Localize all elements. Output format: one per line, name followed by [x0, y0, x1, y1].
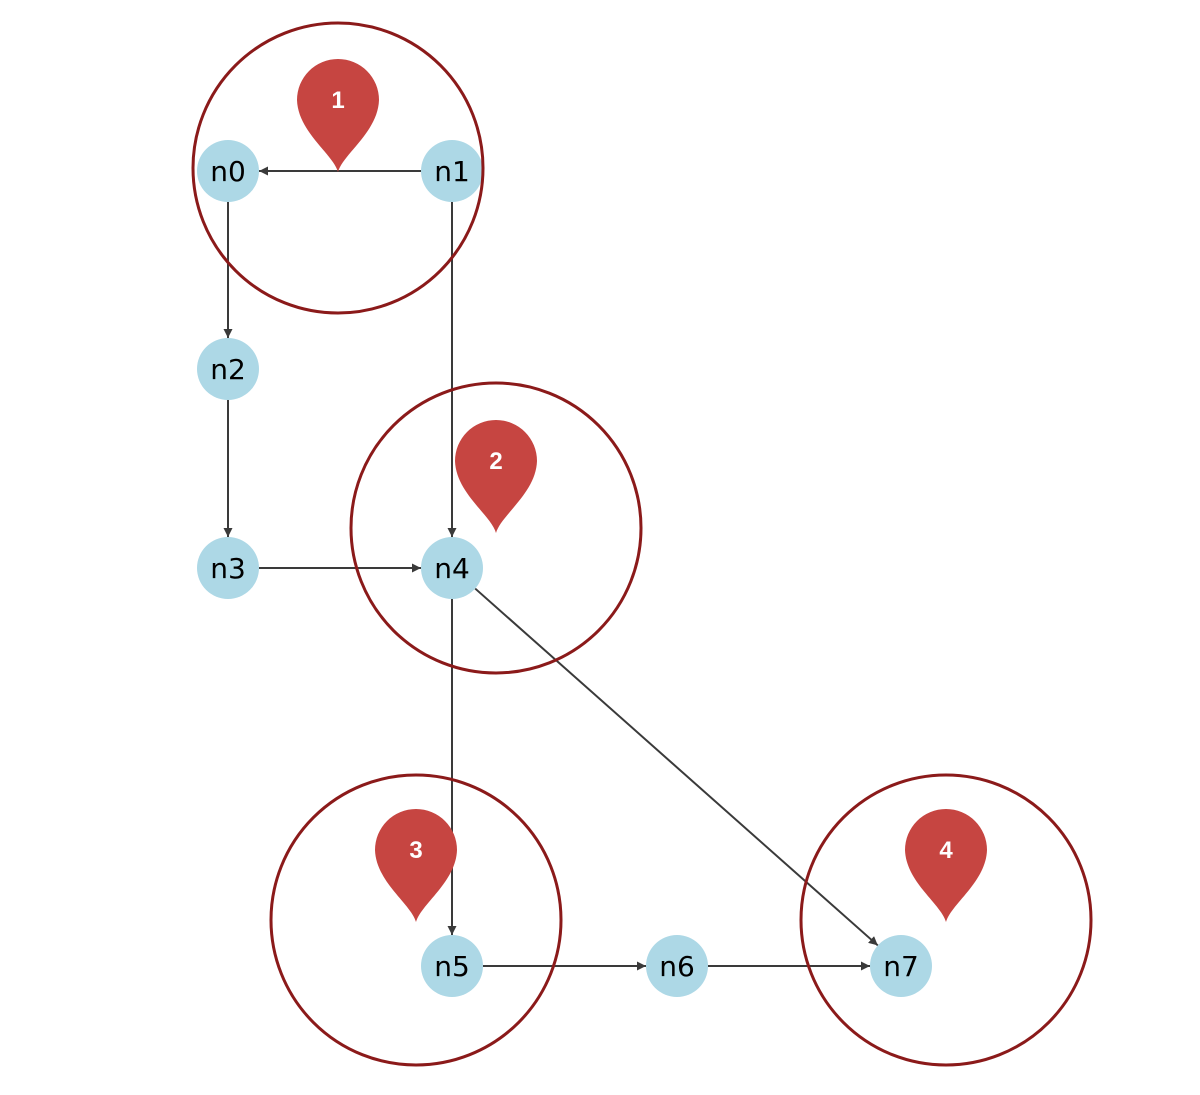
highlight-circles-layer	[191, 21, 1093, 1067]
marker-label: 4	[939, 837, 953, 864]
node-label: n0	[210, 155, 246, 188]
node-circle	[421, 935, 483, 997]
marker-2: 2	[455, 420, 537, 533]
highlight-circle-1	[191, 21, 485, 315]
node-circle	[197, 140, 259, 202]
node-circle	[421, 537, 483, 599]
node-label: n4	[434, 552, 470, 585]
marker-label: 1	[331, 87, 344, 114]
node-n7: n7	[870, 935, 932, 997]
node-n6: n6	[646, 935, 708, 997]
node-n1: n1	[421, 140, 483, 202]
map-pin-icon	[375, 809, 457, 922]
node-label: n7	[883, 950, 919, 983]
marker-label: 3	[409, 837, 422, 864]
highlight-circle-2	[349, 381, 643, 675]
nodes-layer: n0 n1 n2 n3 n4 n5 n6 n7	[197, 140, 932, 997]
node-n4: n4	[421, 537, 483, 599]
map-pin-icon	[455, 420, 537, 533]
node-label: n1	[434, 155, 470, 188]
map-pin-icon	[905, 809, 987, 922]
marker-3: 3	[375, 809, 457, 922]
node-n0: n0	[197, 140, 259, 202]
highlight-circle-3	[269, 773, 563, 1067]
edge-n4-n7	[474, 587, 879, 947]
highlight-circle-4	[799, 773, 1093, 1067]
map-pin-icon	[297, 59, 379, 172]
marker-1: 1	[297, 59, 379, 172]
node-label: n5	[434, 950, 470, 983]
edges-layer	[223, 166, 879, 971]
node-circle	[197, 537, 259, 599]
node-n2: n2	[197, 338, 259, 400]
node-label: n3	[210, 552, 246, 585]
node-circle	[646, 935, 708, 997]
node-circle	[870, 935, 932, 997]
node-n3: n3	[197, 537, 259, 599]
node-label: n6	[659, 950, 695, 983]
node-label: n2	[210, 353, 246, 386]
marker-4: 4	[905, 809, 987, 922]
node-circle	[197, 338, 259, 400]
node-n5: n5	[421, 935, 483, 997]
marker-label: 2	[489, 448, 502, 475]
markers-layer: 1 2 3 4	[297, 59, 987, 922]
node-circle	[421, 140, 483, 202]
